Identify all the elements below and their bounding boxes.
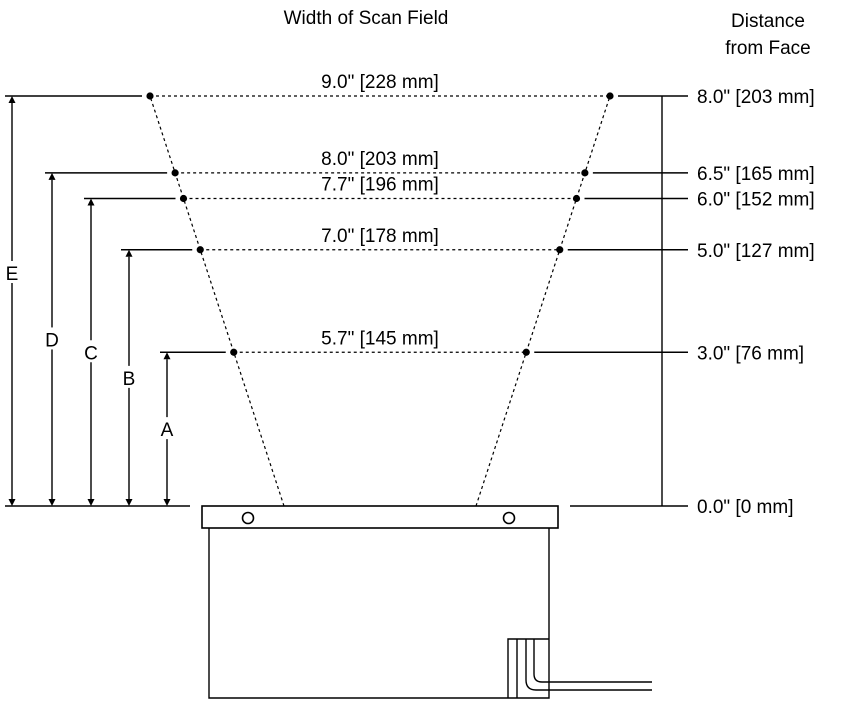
width-label-c: 7.7" [196 mm] <box>321 175 439 196</box>
cable-outer-1 <box>525 639 652 691</box>
dimension-letter-a: A <box>161 420 174 441</box>
width-label-b: 7.0" [178 mm] <box>321 226 439 247</box>
edge-dot-right-c <box>572 194 581 203</box>
arrow-head-top-b <box>125 249 133 257</box>
width-label-d: 8.0" [203 mm] <box>321 149 439 170</box>
distance-label-e: 8.0" [203 mm] <box>697 87 815 108</box>
width-label-a: 5.7" [145 mm] <box>321 328 439 349</box>
distance-header-line2: from Face <box>725 38 811 59</box>
edge-dot-right-a <box>522 348 530 356</box>
arrow-head-bottom-e <box>8 499 16 506</box>
distance-label-c: 6.0" [152 mm] <box>697 190 815 211</box>
arrow-head-top-d <box>48 172 56 180</box>
arrow-head-bottom-c <box>87 499 95 506</box>
width-label-e: 9.0" [228 mm] <box>321 72 439 93</box>
dimension-letter-e: E <box>6 264 19 285</box>
mounting-hole-right <box>502 511 516 525</box>
letter-bg-e <box>3 261 21 283</box>
scanner-face-plate <box>201 505 559 529</box>
scanner-housing <box>208 528 550 699</box>
cable-connector <box>507 638 549 698</box>
cable-outer-2 <box>533 639 652 683</box>
distance-label-b: 5.0" [127 mm] <box>697 241 815 262</box>
width-header: Width of Scan Field <box>284 8 449 29</box>
arrow-head-bottom-a <box>163 499 171 506</box>
letter-bg-c <box>82 340 100 363</box>
edge-dot-left-e <box>146 92 154 100</box>
scanner-device <box>201 505 652 699</box>
dimension-letter-d: D <box>45 330 59 351</box>
arrow-head-top-a <box>163 352 171 360</box>
edge-dot-left-c <box>179 194 188 203</box>
edge-dot-right-d <box>581 169 589 177</box>
edge-dot-left-b <box>196 246 204 254</box>
scan-beam-right-edge <box>475 95 611 507</box>
arrow-head-bottom-b <box>125 499 133 506</box>
distance-label-d: 6.5" [165 mm] <box>697 164 815 185</box>
edge-dot-left-a <box>230 348 238 356</box>
letter-bg-d <box>43 327 61 350</box>
arrow-head-top-e <box>8 96 16 103</box>
edge-dot-right-b <box>556 246 564 254</box>
distance-header-line1: Distance <box>731 11 805 32</box>
edge-dot-left-d <box>171 169 179 177</box>
arrow-head-top-c <box>87 198 95 206</box>
face-distance-label: 0.0" [0 mm] <box>697 497 794 518</box>
letter-bg-a <box>158 417 176 440</box>
field-rows: 9.0" [228 mm] 8.0" [203 mm] E 8.0" [203 mm]… <box>3 72 815 507</box>
scan-beam-left-edge <box>149 95 285 507</box>
dimension-letter-b: B <box>123 369 136 390</box>
edge-dot-right-e <box>606 92 614 100</box>
arrow-head-bottom-d <box>48 499 56 506</box>
mounting-hole-left <box>241 511 255 525</box>
distance-label-a: 3.0" [76 mm] <box>697 343 804 364</box>
dimension-letter-c: C <box>84 343 98 364</box>
letter-bg-b <box>120 365 138 388</box>
